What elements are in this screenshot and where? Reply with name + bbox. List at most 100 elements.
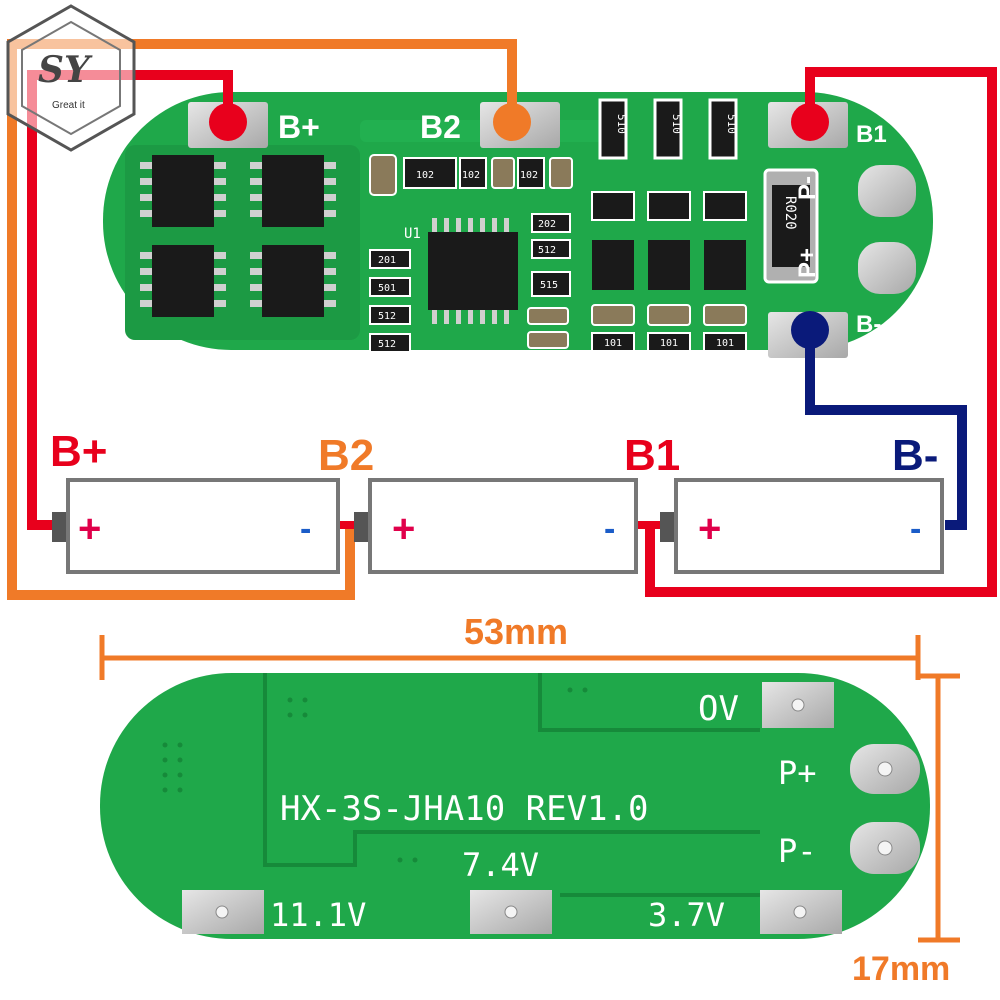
- svg-text:101: 101: [604, 338, 622, 349]
- pad-3v: [760, 890, 842, 934]
- ic-body: [428, 232, 518, 310]
- plus-sign: +: [78, 507, 101, 551]
- pad-11v: [182, 890, 264, 934]
- brand-logo: SY Great it: [6, 4, 136, 152]
- resistor-smd: 102: [403, 157, 457, 189]
- svg-text:201: 201: [378, 255, 396, 266]
- logo-hexagon: [6, 4, 136, 152]
- dot-bplus: [209, 103, 247, 141]
- resistor-smd: 501: [369, 277, 411, 297]
- svg-text:501: 501: [378, 283, 396, 294]
- pad-label-bminus: B-: [856, 311, 881, 338]
- top-pcb: U1 102 102 102 201: [103, 92, 933, 358]
- wiring: [7, 39, 997, 600]
- capacitor: [527, 307, 569, 325]
- minus-sign: -: [604, 510, 615, 548]
- resistor-smd: 102: [459, 157, 487, 189]
- pad-pplus: [858, 242, 916, 294]
- svg-text:510: 510: [615, 114, 628, 134]
- svg-text:512: 512: [378, 339, 396, 350]
- dot-bminus: [791, 311, 829, 349]
- logo-letters: SY: [38, 49, 93, 91]
- cell-label-bplus: B+: [50, 427, 107, 476]
- svg-text:R020: R020: [782, 196, 798, 230]
- svg-text:515: 515: [540, 280, 558, 291]
- ic-label: U1: [404, 226, 421, 242]
- resistor-smd: 512: [369, 305, 411, 325]
- resistor-smd: 201: [369, 249, 411, 269]
- width-label: 53mm: [464, 611, 568, 652]
- pad-label-bplus: B+: [278, 109, 320, 145]
- minus-sign: -: [300, 510, 311, 548]
- mosfet-chip: [152, 245, 214, 317]
- mosfet-group: [140, 155, 336, 317]
- svg-text:101: 101: [716, 338, 734, 349]
- label-ov: OV: [698, 689, 739, 729]
- label-pminus: P-: [778, 832, 817, 870]
- resistor-smd: 515: [531, 271, 571, 297]
- capacitor: [549, 157, 573, 189]
- shunt-resistor: R020: [763, 168, 819, 284]
- height-label: 17mm: [852, 950, 950, 988]
- pad-pminus: [858, 165, 916, 217]
- cell-label-bminus: B-: [892, 431, 938, 480]
- pad-label-pplus: P+: [794, 248, 821, 278]
- mosfet-chip: [152, 155, 214, 227]
- resistor-510: 510: [708, 98, 738, 160]
- bottom-pcb-body: [100, 673, 930, 939]
- svg-text:102: 102: [520, 170, 538, 181]
- logo-hexagon-inner: [21, 20, 121, 136]
- plus-sign: +: [392, 507, 415, 551]
- minus-sign: -: [910, 510, 921, 548]
- svg-text:510: 510: [670, 114, 683, 134]
- pad-label-b1: B1: [856, 121, 887, 148]
- dimension-lines: [99, 635, 960, 943]
- svg-text:202: 202: [538, 219, 556, 230]
- pcb-trace: [538, 673, 760, 732]
- bottom-pcb: HX-3S-JHA10 REV1.0 OV P+ P- 7.4V 11.1V 3…: [100, 673, 930, 939]
- svg-text:102: 102: [462, 170, 480, 181]
- svg-text:512: 512: [378, 311, 396, 322]
- board-model: HX-3S-JHA10 REV1.0: [280, 789, 648, 829]
- label-74v: 7.4V: [462, 846, 539, 884]
- dot-b1: [791, 103, 829, 141]
- cell-label-b2: B2: [318, 431, 374, 480]
- cell-label-b1: B1: [624, 431, 680, 480]
- svg-text:512: 512: [538, 245, 556, 256]
- pad-label-pminus: P-: [794, 176, 821, 200]
- capacitor: [369, 154, 397, 196]
- battery-cell-1: + -: [52, 478, 340, 574]
- dot-b2: [493, 103, 531, 141]
- resistor-smd: 102: [517, 157, 545, 189]
- wire-b1: [645, 67, 997, 597]
- mosfet-chip: [262, 245, 324, 317]
- label-37v: 3.7V: [648, 896, 725, 934]
- pad-7v: [470, 890, 552, 934]
- label-111v: 11.1V: [270, 896, 366, 934]
- battery-cells: + - + - + - B+ B2 B1 B-: [50, 427, 944, 574]
- battery-cell-2: + -: [354, 478, 638, 574]
- resistor-smd: 512: [531, 239, 571, 259]
- capacitor: [491, 157, 515, 189]
- pad-label-b2: B2: [420, 109, 461, 145]
- pad-pplus-bottom: [850, 744, 920, 794]
- mosfet-chip: [262, 155, 324, 227]
- battery-cell-3: + -: [660, 478, 944, 574]
- wire-bminus: [805, 330, 967, 530]
- pcb-trace: [263, 673, 760, 867]
- pad-pminus-bottom: [850, 822, 920, 874]
- smd-components: 102 102 102 201 501 512: [369, 154, 573, 353]
- pad-ov: [762, 682, 834, 728]
- svg-text:101: 101: [660, 338, 678, 349]
- svg-text:102: 102: [416, 170, 434, 181]
- resistor-smd: 202: [531, 213, 571, 233]
- label-pplus: P+: [778, 754, 817, 792]
- svg-text:510: 510: [725, 114, 738, 134]
- balance-resistors: 510 510 510: [598, 98, 738, 160]
- resistor-smd: 512: [369, 333, 411, 353]
- main-ic: U1: [404, 218, 518, 324]
- transistor-rows: 101 101 101: [591, 191, 747, 352]
- capacitor: [527, 331, 569, 349]
- wire-b2: [7, 39, 517, 600]
